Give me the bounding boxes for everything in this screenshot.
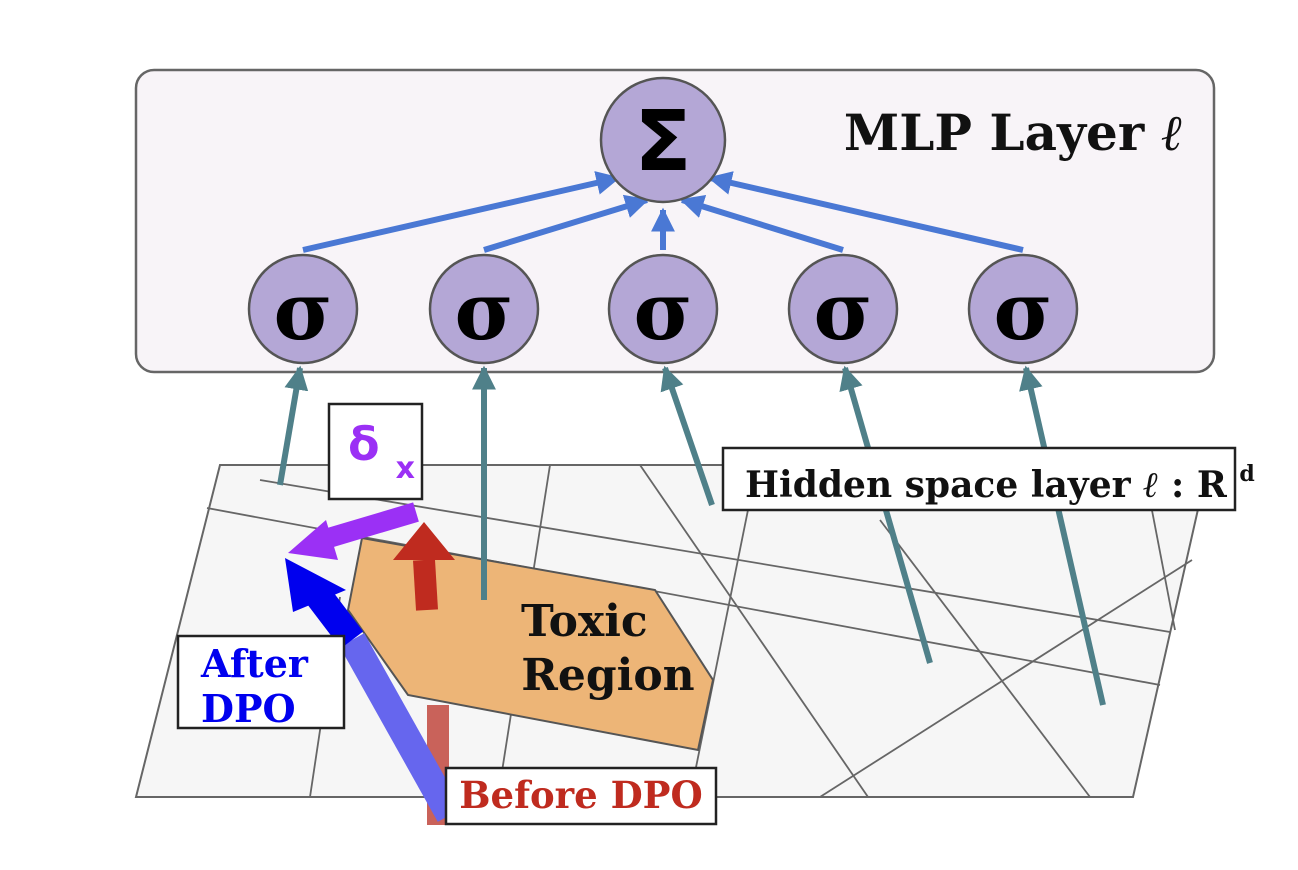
delta-arrow [288, 502, 419, 560]
after-dpo-label: After DPO [176, 634, 346, 731]
after-dpo-line2: DPO [201, 686, 296, 731]
hidden-arrows [277, 365, 1106, 706]
activation-symbol: σ [814, 264, 873, 358]
activation-symbol: σ [994, 264, 1053, 358]
toxic-region [346, 536, 715, 752]
hidden-space-layer-symbol: ℓ [1143, 464, 1158, 506]
svg-text:After DPO: After DPO [200, 641, 321, 731]
delta-symbol: δ [348, 417, 380, 471]
sum-node: Σ [599, 76, 727, 204]
hidden-arrow [839, 365, 933, 664]
toxic-region-line2: Region [521, 650, 694, 701]
activation-node: σ [787, 253, 899, 365]
toxic-region-label: Toxic Region [521, 596, 695, 701]
hidden-arrow [277, 365, 309, 486]
hidden-space-colon: : [1171, 464, 1184, 506]
sum-symbol: Σ [634, 92, 691, 190]
hidden-arrow [1019, 365, 1106, 706]
before-dpo-label: Before DPO [444, 766, 718, 826]
hidden-space-R: R [1197, 464, 1228, 506]
hidden-space-superscript: d [1239, 461, 1254, 487]
mlp-title-text: MLP Layer [844, 103, 1145, 162]
svg-text:δ x: δ x [348, 417, 415, 486]
activation-node: σ [607, 253, 719, 365]
activation-node: σ [967, 253, 1079, 365]
hidden-space-text: Hidden space layer [745, 464, 1132, 506]
mlp-arrow [483, 194, 650, 253]
mlp-arrow [679, 194, 844, 253]
after-dpo-line1: After [200, 641, 309, 686]
activation-symbol: σ [274, 264, 333, 358]
activation-symbol: σ [634, 264, 693, 358]
activation-nodes: σ σ σ σ σ [247, 253, 1079, 365]
mlp-title: MLP Layer ℓ [844, 103, 1183, 162]
delta-subscript: x [396, 451, 415, 486]
activation-node: σ [428, 253, 540, 365]
delta-label: δ x [327, 402, 424, 501]
after-dpo-arrow [285, 558, 463, 822]
svg-text:Hidden space layer: Hidden space layer ℓ : R d [745, 461, 1255, 506]
activation-node: σ [247, 253, 359, 365]
toxic-region-line1: Toxic [521, 596, 648, 647]
activation-symbol: σ [455, 264, 514, 358]
hidden-space-label: Hidden space layer ℓ : R d [721, 446, 1255, 512]
hidden-arrow [660, 365, 715, 506]
mlp-arrows [302, 171, 1024, 253]
mlp-arrow [707, 171, 1024, 253]
mlp-layer-symbol: ℓ [1162, 103, 1183, 162]
before-dpo-text: Before DPO [459, 773, 702, 817]
mlp-arrow [302, 171, 621, 253]
